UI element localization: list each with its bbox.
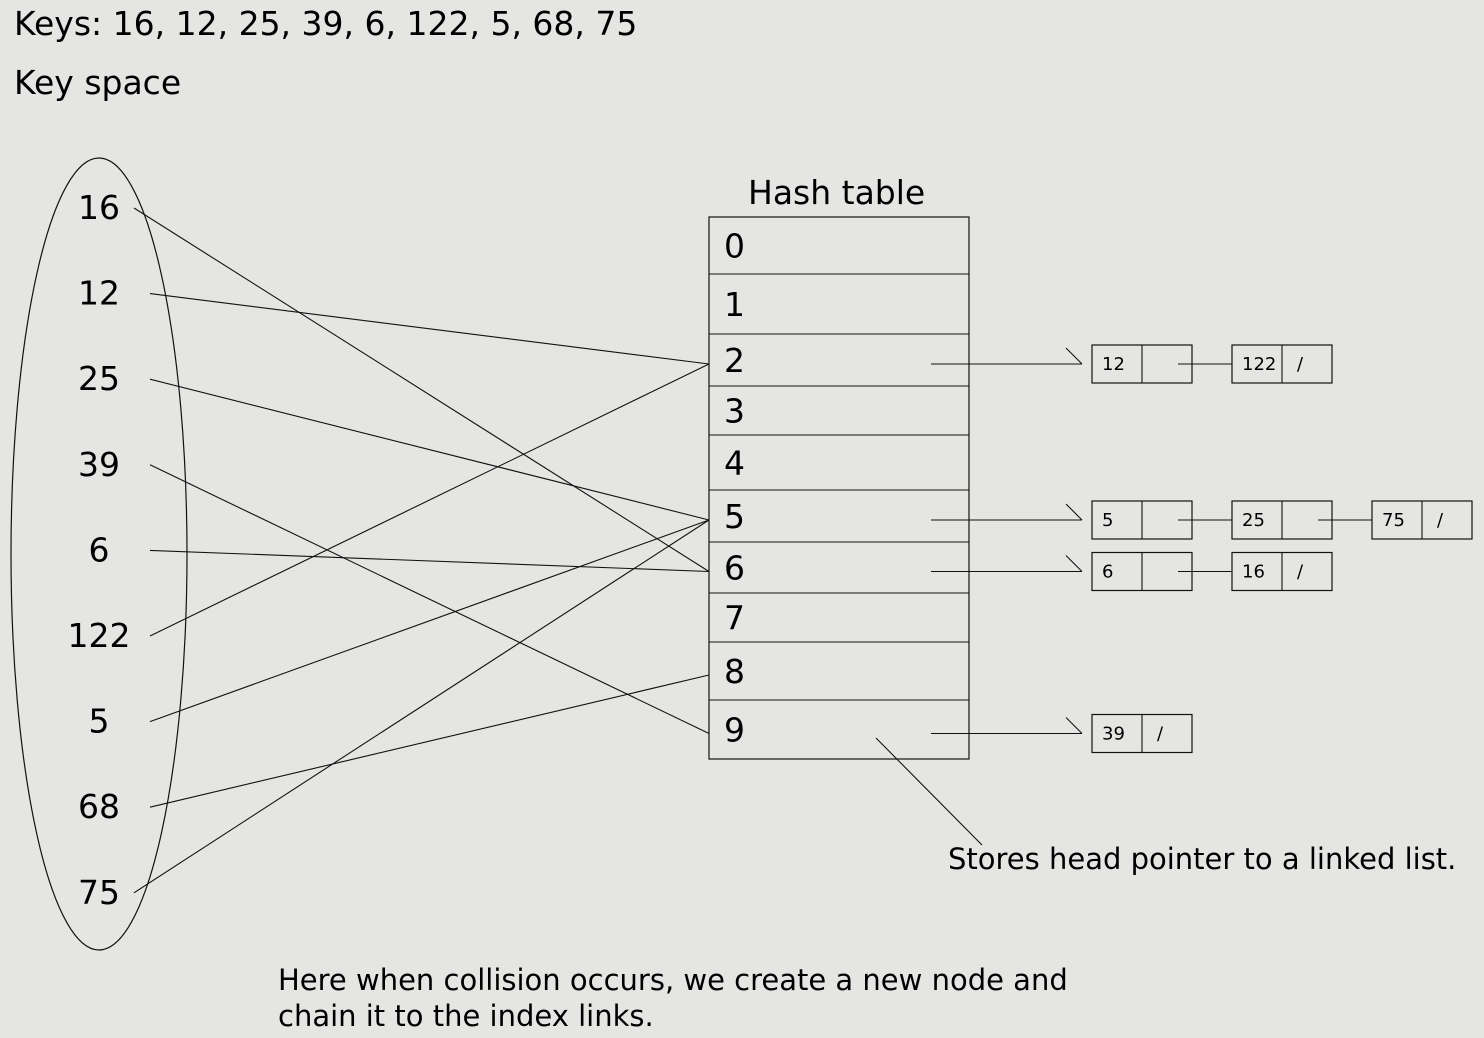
mapping-line-39-to-9: [149, 464, 710, 734]
key-68: 68: [78, 787, 120, 826]
arrow-head-icon: [1065, 555, 1083, 572]
hash-table-frame: [708, 216, 970, 760]
collision-note-line-2: chain it to the index links.: [278, 999, 654, 1033]
key-16: 16: [78, 188, 120, 227]
bucket-index-2: 2: [724, 341, 745, 380]
mapping-line-75-to-5: [133, 519, 710, 894]
linked-list-chains: 12 122 / 5 25 75 / 6 16 / 39 /: [931, 344, 1473, 754]
bucket-index-5: 5: [724, 497, 745, 536]
mapping-line-68-to-8: [149, 674, 710, 808]
bucket-index-7: 7: [724, 599, 745, 638]
node-value-16: 16: [1242, 562, 1265, 583]
mapping-line-16-to-6: [133, 207, 710, 572]
null-pointer-marker: /: [1437, 510, 1444, 531]
bucket-index-8: 8: [724, 652, 745, 691]
bucket-index-6: 6: [724, 549, 745, 588]
hash-table-title: Hash table: [748, 173, 925, 212]
key-12: 12: [78, 274, 120, 313]
hash-table: 0 1 2 3 4 5 6 7 8 9: [708, 216, 970, 760]
bucket-index-4: 4: [724, 444, 745, 483]
key-25: 25: [78, 359, 120, 398]
annotation-pointer-line: [875, 737, 983, 846]
key-122: 122: [68, 616, 131, 655]
node-value-25: 25: [1242, 510, 1265, 531]
key-5: 5: [89, 702, 110, 741]
node-value-6: 6: [1102, 562, 1113, 583]
bucket-index-0: 0: [724, 227, 745, 266]
chain-bucket-5: 5 25 75 /: [931, 500, 1473, 540]
arrow-head-icon: [1065, 347, 1083, 365]
keys-line: Keys: 16, 12, 25, 39, 6, 122, 5, 68, 75: [14, 4, 637, 43]
null-pointer-marker: /: [1297, 354, 1304, 375]
key-space-label: Key space: [14, 63, 181, 102]
annotation-head-pointer: Stores head pointer to a linked list.: [948, 842, 1456, 876]
key-space-ellipse: [10, 157, 188, 951]
key-6: 6: [89, 530, 110, 569]
bucket-index-1: 1: [724, 285, 745, 324]
chain-bucket-2: 12 122 /: [931, 344, 1333, 384]
mapping-line-122-to-2: [149, 363, 710, 637]
collision-note-line-1: Here when collision occurs, we create a …: [278, 963, 1068, 997]
mapping-line-25-to-5: [149, 378, 710, 521]
chain-bucket-9: 39 /: [931, 713, 1193, 754]
mapping-line-5-to-5: [149, 519, 710, 723]
chain-bucket-6: 6 16 /: [931, 551, 1333, 592]
arrow-head-icon: [1065, 717, 1083, 734]
node-value-75: 75: [1382, 510, 1405, 531]
key-39: 39: [78, 445, 120, 484]
node-value-12: 12: [1102, 354, 1125, 375]
node-value-39: 39: [1102, 724, 1125, 745]
bucket-index-3: 3: [724, 392, 745, 431]
bucket-index-9: 9: [724, 711, 745, 750]
node-value-5: 5: [1102, 510, 1113, 531]
mapping-line-6-to-6: [149, 549, 710, 573]
key-to-bucket-lines: [133, 207, 710, 894]
null-pointer-marker: /: [1157, 724, 1164, 745]
node-value-122: 122: [1242, 354, 1276, 375]
key-75: 75: [78, 873, 120, 912]
mapping-line-12-to-2: [149, 293, 710, 365]
null-pointer-marker: /: [1297, 562, 1304, 583]
arrow-head-icon: [1065, 503, 1083, 521]
